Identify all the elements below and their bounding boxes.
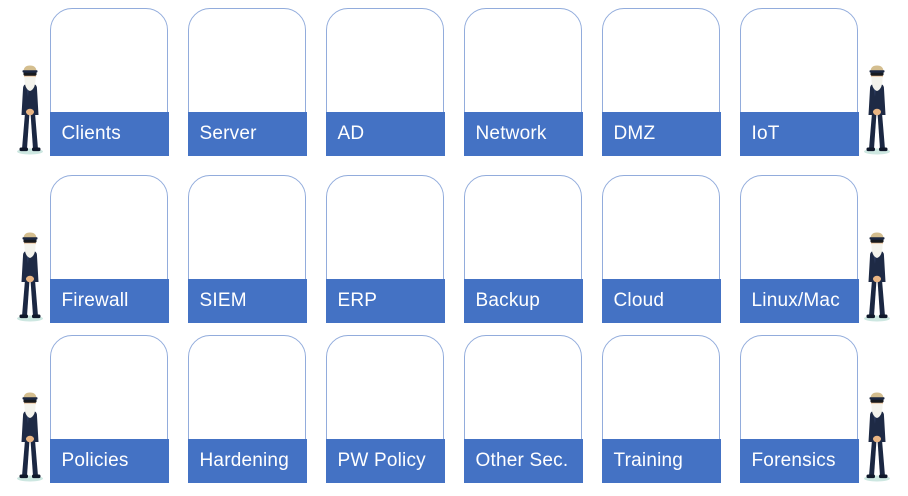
zone-label: Backup	[463, 278, 583, 323]
card-erp[interactable]: ERP	[325, 175, 445, 323]
card-training[interactable]: Training	[601, 335, 721, 483]
card-firewall[interactable]: Firewall	[49, 175, 169, 323]
card-other-sec[interactable]: Other Sec.	[463, 335, 583, 483]
zone-label: Firewall	[49, 278, 169, 323]
security-guard-icon	[859, 390, 895, 482]
zone-label: Training	[601, 438, 721, 483]
zone-label: AD	[325, 111, 445, 156]
zone-label: Linux/Mac	[739, 278, 859, 323]
zone-label: Network	[463, 111, 583, 156]
card-dmz[interactable]: DMZ	[601, 8, 721, 156]
zone-label: ERP	[325, 278, 445, 323]
zone-label: Other Sec.	[463, 438, 583, 483]
security-guard-icon	[12, 390, 48, 482]
zone-label: PW Policy	[325, 438, 445, 483]
card-clients[interactable]: Clients	[49, 8, 169, 156]
security-guard-icon	[12, 63, 48, 155]
card-hardening[interactable]: Hardening	[187, 335, 307, 483]
card-policies[interactable]: Policies	[49, 335, 169, 483]
card-backup[interactable]: Backup	[463, 175, 583, 323]
card-ad[interactable]: AD	[325, 8, 445, 156]
security-guard-icon	[859, 63, 895, 155]
security-guard-icon	[12, 230, 48, 322]
card-linux-mac[interactable]: Linux/Mac	[739, 175, 859, 323]
zone-label: Clients	[49, 111, 169, 156]
zone-label: Server	[187, 111, 307, 156]
card-cloud[interactable]: Cloud	[601, 175, 721, 323]
zone-label: Hardening	[187, 438, 307, 483]
zone-label: Policies	[49, 438, 169, 483]
security-guard-icon	[859, 230, 895, 322]
card-forensics[interactable]: Forensics	[739, 335, 859, 483]
card-iot[interactable]: IoT	[739, 8, 859, 156]
card-siem[interactable]: SIEM	[187, 175, 307, 323]
zone-label: SIEM	[187, 278, 307, 323]
zone-label: Cloud	[601, 278, 721, 323]
card-server[interactable]: Server	[187, 8, 307, 156]
zone-label: Forensics	[739, 438, 859, 483]
zone-label: DMZ	[601, 111, 721, 156]
zone-label: IoT	[739, 111, 859, 156]
card-network[interactable]: Network	[463, 8, 583, 156]
card-pw-policy[interactable]: PW Policy	[325, 335, 445, 483]
